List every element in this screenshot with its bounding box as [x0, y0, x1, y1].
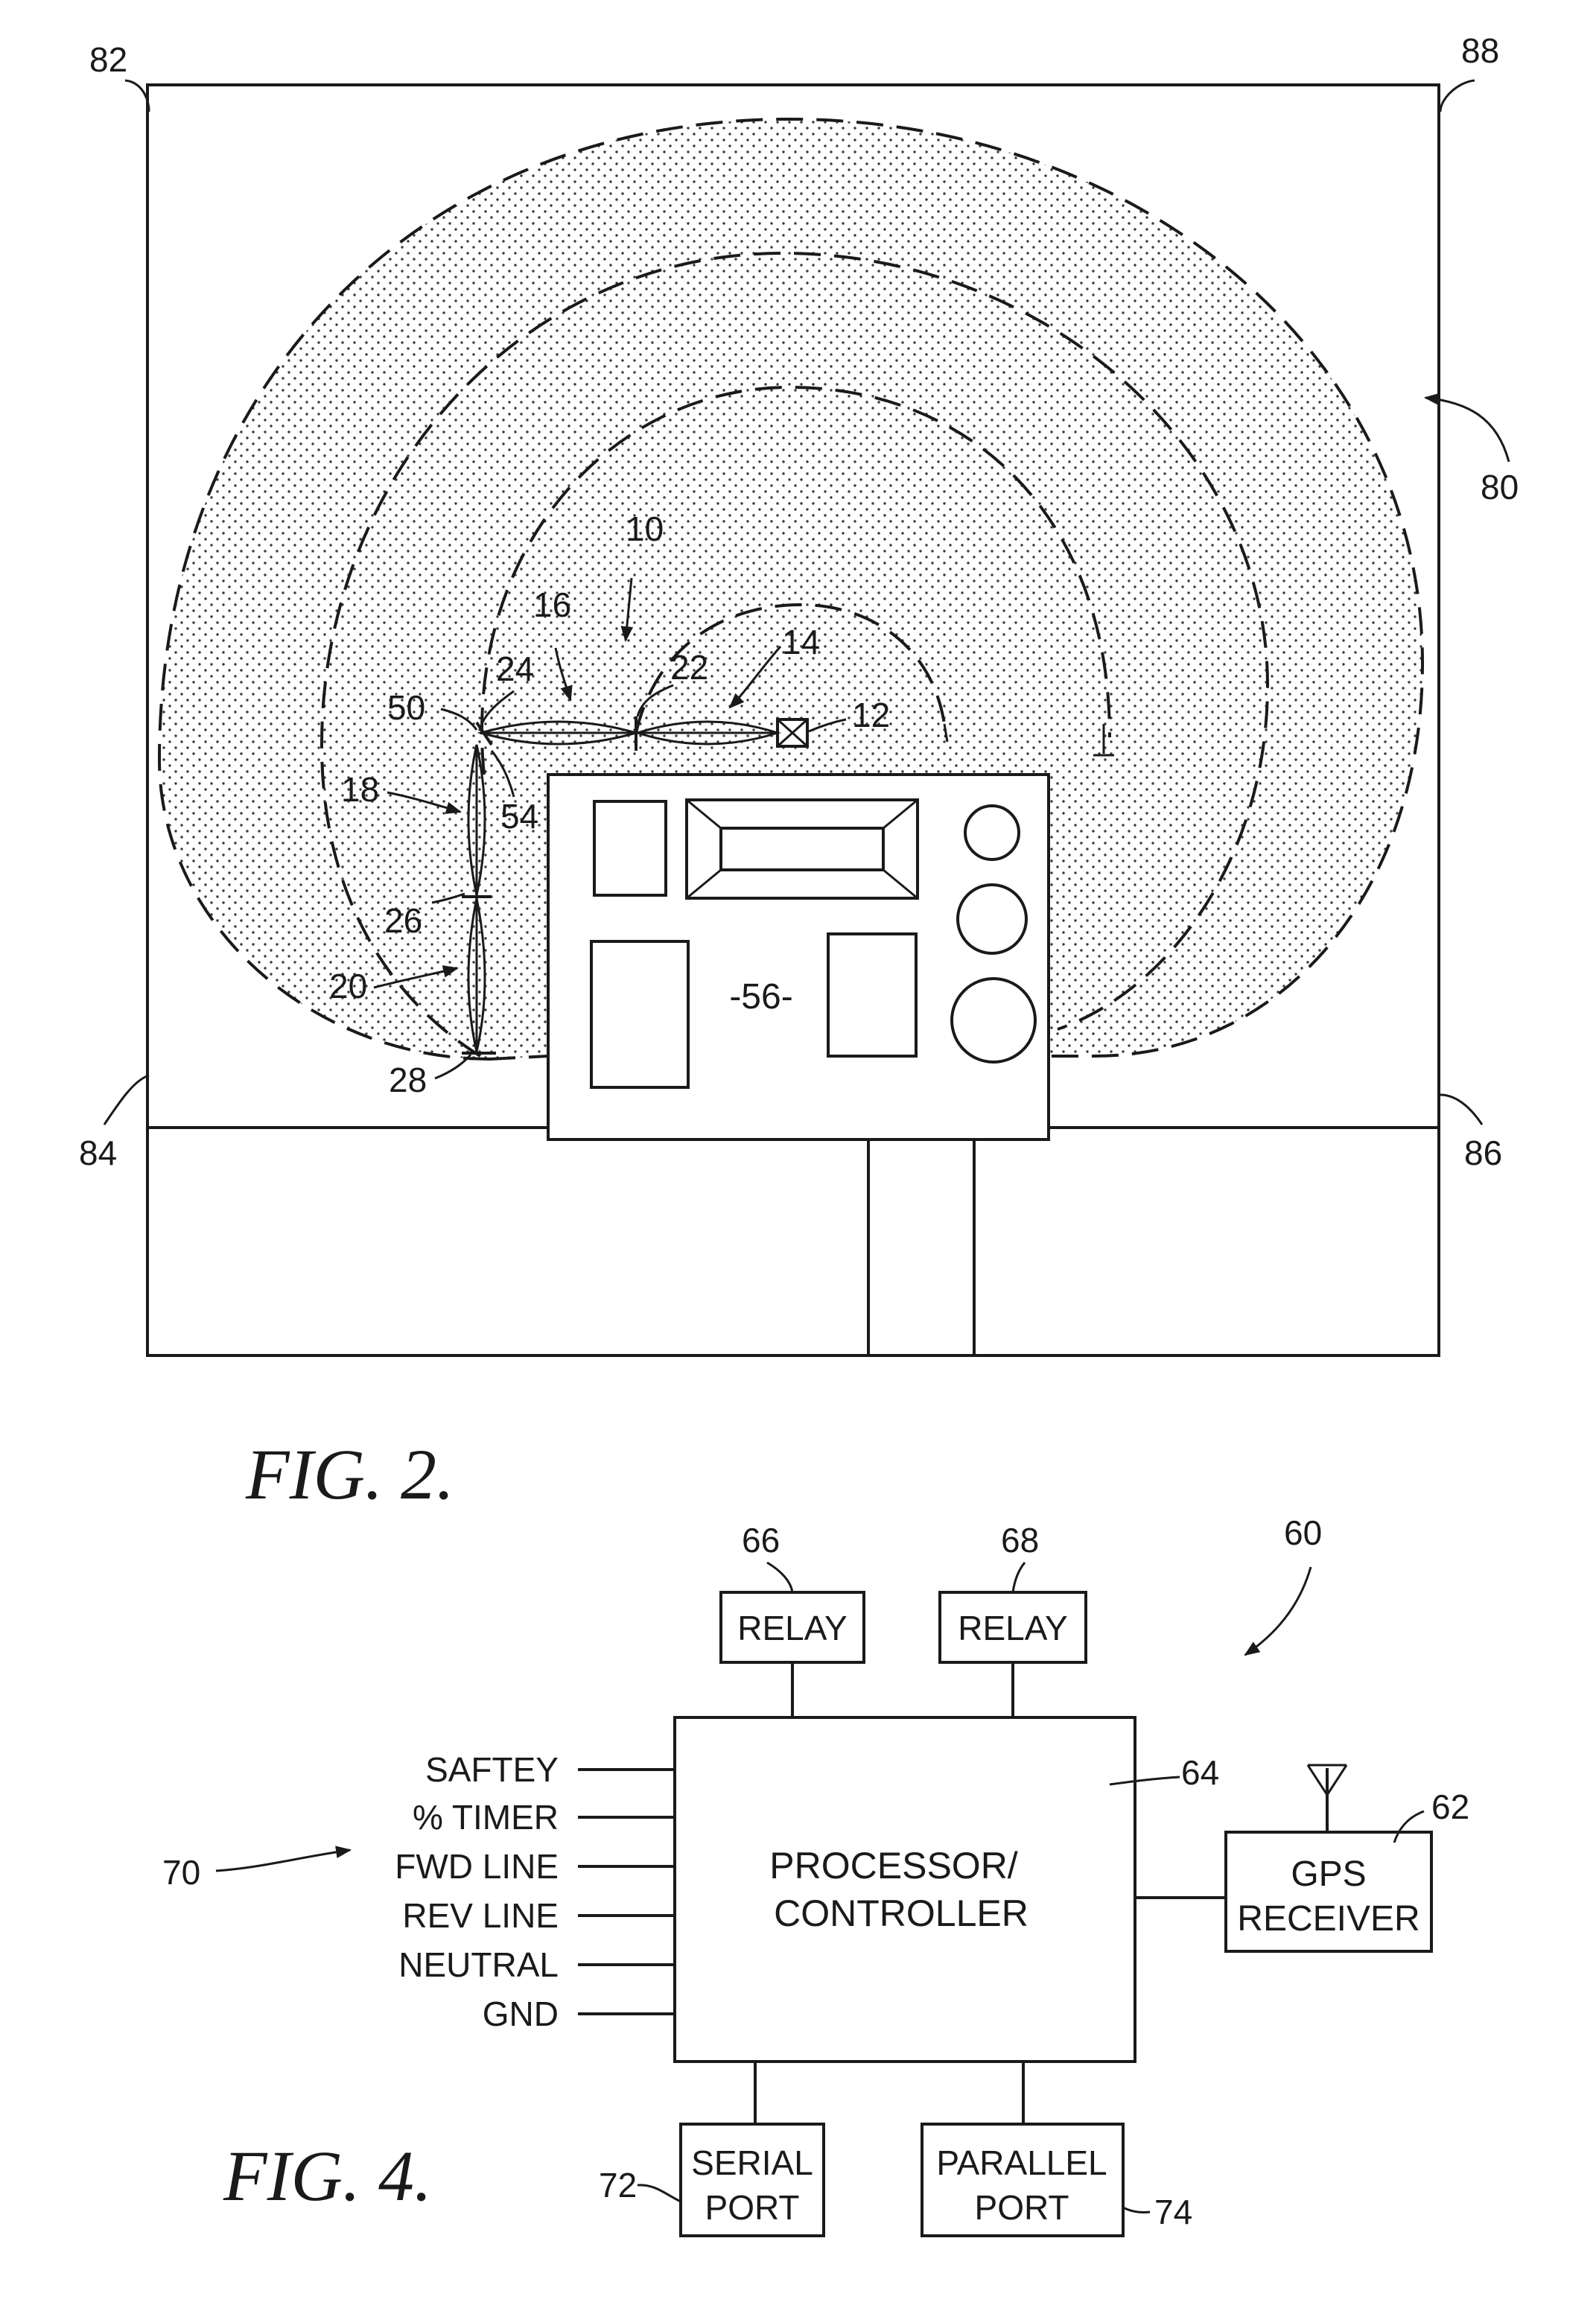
leader-20 — [373, 965, 460, 989]
processor-label-line1: PROCESSOR/ — [769, 1845, 1018, 1887]
input-safety: SAFTEY — [425, 1750, 559, 1789]
ref-28: 28 — [389, 1061, 427, 1099]
input-rev-line: REV LINE — [402, 1896, 559, 1935]
parallel-label-line2: PORT — [975, 2188, 1069, 2227]
ref-54: 54 — [500, 797, 538, 836]
leader-80 — [1423, 392, 1510, 463]
relay-66-box — [719, 1591, 865, 1664]
input-gnd: GND — [483, 1994, 559, 2033]
ref-56: -56- — [729, 977, 792, 1017]
leader-14 — [728, 646, 782, 709]
fig2-diagram: -56- — [79, 31, 1519, 1514]
ref-86: 86 — [1464, 1134, 1502, 1172]
ref-26: 26 — [384, 901, 422, 940]
ref-12: 12 — [852, 696, 890, 734]
coverage-arc-inner — [635, 603, 947, 738]
antenna-icon — [1306, 1764, 1348, 1832]
ref-74: 74 — [1154, 2193, 1192, 2231]
tower-24 — [475, 721, 493, 746]
leader-88 — [1439, 79, 1475, 112]
ref-68: 68 — [1001, 1521, 1039, 1560]
gps-label-line2: RECEIVER — [1237, 1899, 1419, 1939]
serial-label-line2: PORT — [705, 2188, 800, 2227]
ref-24: 24 — [496, 649, 534, 688]
fig2-caption: FIG. 2. — [245, 1434, 454, 1514]
input-lines — [578, 1768, 675, 2015]
leader-60 — [1244, 1566, 1312, 1656]
input-fwd-line: FWD LINE — [395, 1847, 559, 1886]
leader-66 — [766, 1561, 794, 1593]
coverage-area — [157, 117, 1425, 1061]
relay-68-label: RELAY — [958, 1609, 1067, 1647]
gps-label-line1: GPS — [1291, 1854, 1366, 1894]
gps-receiver-box — [1224, 1831, 1433, 1953]
coverage-arc-middle — [480, 385, 1111, 775]
leader-18 — [387, 791, 462, 814]
relay-66-label: RELAY — [737, 1609, 847, 1647]
leader-82 — [124, 79, 150, 112]
ref-80: 80 — [1481, 468, 1519, 506]
leader-12 — [808, 718, 847, 733]
leader-64 — [1109, 1776, 1180, 1786]
input-timer: % TIMER — [413, 1798, 559, 1837]
ref-16: 16 — [533, 585, 571, 624]
parallel-port-box — [921, 2123, 1125, 2237]
irrigation-system-10 — [462, 716, 809, 1055]
leader-24 — [481, 690, 515, 723]
building-56: -56- — [547, 773, 1050, 1141]
processor-label-line2: CONTROLLER — [774, 1892, 1029, 1934]
leader-50 — [440, 708, 478, 731]
leader-86 — [1440, 1093, 1484, 1125]
leader-28 — [434, 1054, 472, 1080]
input-neutral: NEUTRAL — [398, 1945, 559, 1984]
serial-port-box — [679, 2123, 825, 2237]
inner-arc-tick — [943, 723, 949, 743]
leader-84 — [103, 1074, 150, 1125]
serial-label-line1: SERIAL — [691, 2143, 813, 2182]
leader-62 — [1393, 1810, 1425, 1843]
fig4-diagram: RELAY RELAY PROCESSOR/ CONTROLLER GPS RE… — [162, 1513, 1469, 2237]
leader-16 — [554, 647, 573, 702]
ref-66: 66 — [742, 1521, 780, 1560]
ref-10: 10 — [626, 509, 664, 548]
leader-26 — [431, 892, 465, 904]
driveway — [867, 1139, 976, 1355]
property-boundary — [146, 83, 1440, 1357]
leader-54 — [490, 750, 515, 798]
leader-70 — [215, 1846, 352, 1872]
ref-60: 60 — [1284, 1513, 1322, 1552]
ref-72: 72 — [599, 2166, 637, 2205]
ref-70: 70 — [162, 1853, 200, 1892]
ref-84: 84 — [79, 1134, 117, 1172]
ref-50: 50 — [387, 688, 425, 727]
leader-10 — [620, 577, 634, 643]
ref-18: 18 — [341, 770, 379, 809]
leader-68 — [1011, 1562, 1026, 1593]
leader-22 — [636, 684, 674, 717]
ref-82: 82 — [89, 40, 127, 79]
ref-62: 62 — [1431, 1787, 1469, 1826]
ref-88: 88 — [1461, 31, 1499, 70]
ref-64: 64 — [1181, 1753, 1219, 1792]
coverage-arc-outer — [319, 251, 1270, 1058]
ref-22: 22 — [670, 648, 708, 687]
leader-72 — [637, 2184, 681, 2203]
ref-20: 20 — [329, 967, 367, 1005]
processor-controller-box — [673, 1716, 1136, 2063]
leader-74 — [1122, 2206, 1151, 2213]
ref-14: 14 — [782, 623, 820, 661]
fig4-caption: FIG. 4. — [223, 2136, 432, 2216]
parallel-label-line1: PARALLEL — [936, 2143, 1107, 2182]
